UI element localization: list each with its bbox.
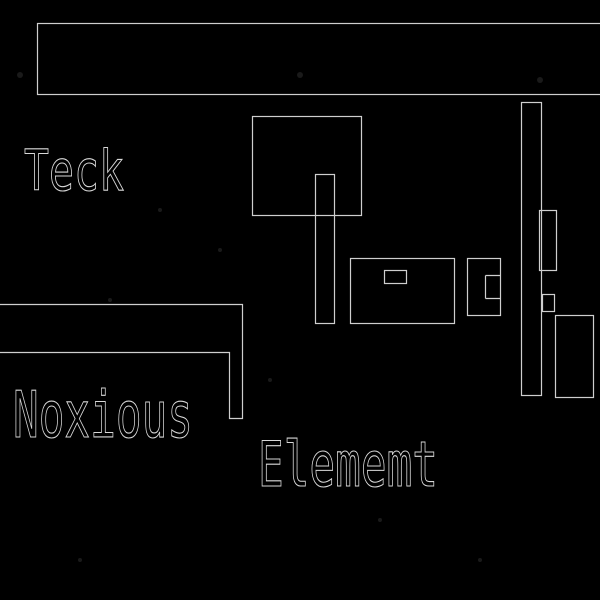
- top-bar-outline: [36, 22, 600, 96]
- center-vertical-bar-outline: [314, 173, 336, 325]
- right-column-side-box-outline: [538, 209, 558, 272]
- center-square-outline: [251, 115, 363, 217]
- right-small-square-outline: [541, 293, 556, 313]
- bracket-inner-outline: [484, 274, 501, 300]
- right-lower-box-outline: [554, 314, 595, 399]
- small-bracket-box-outline: [466, 257, 502, 317]
- lower-center-box-outline: [349, 257, 456, 325]
- right-column-outline: [520, 101, 543, 397]
- word-elememt: Elememt: [258, 428, 438, 501]
- word-noxious: Noxious: [13, 379, 193, 453]
- left-hook-outline: [0, 303, 244, 420]
- background-texture: [17, 72, 543, 562]
- lower-center-inner-box-outline: [383, 269, 408, 285]
- word-teck: Teck: [24, 139, 124, 204]
